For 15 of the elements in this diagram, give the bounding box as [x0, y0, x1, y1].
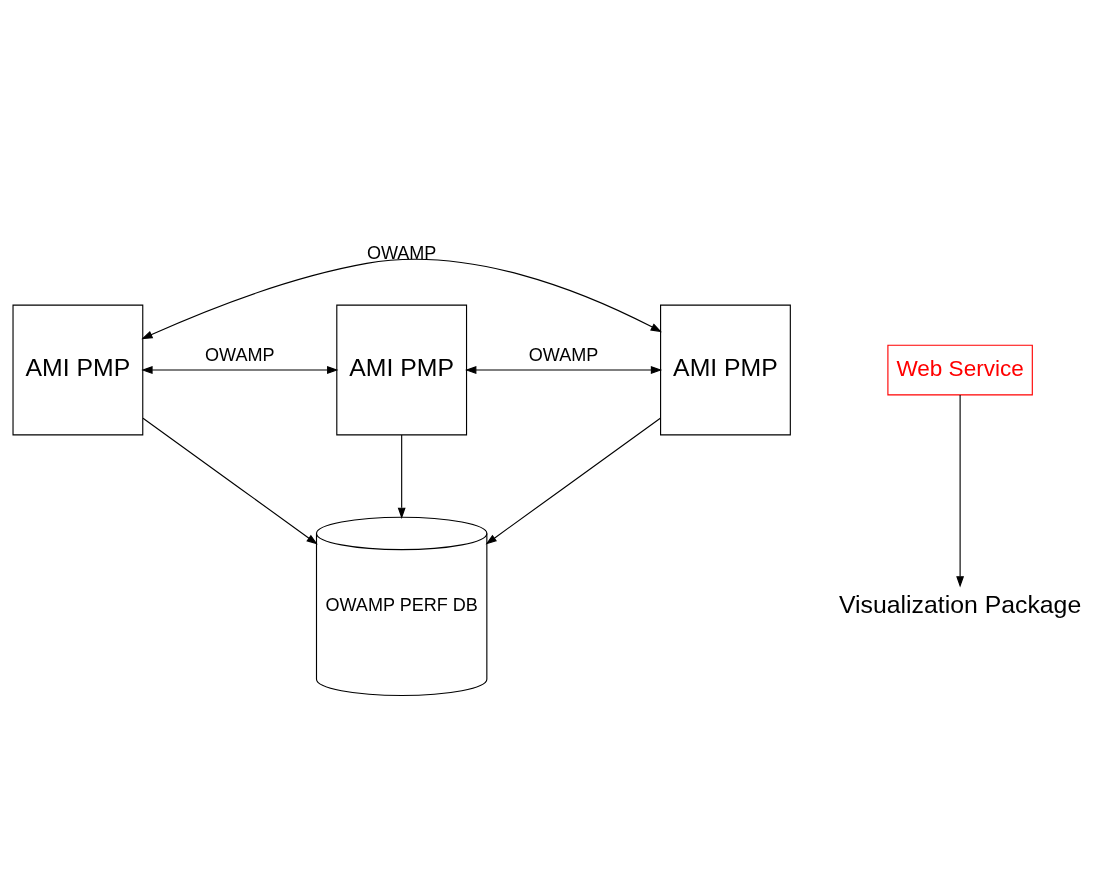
arrow: [141, 258, 662, 339]
node-box: Web Service: [887, 344, 1033, 395]
edge-label: OWAMP: [205, 344, 275, 365]
arrow: [397, 434, 406, 519]
arrow: [465, 365, 663, 374]
node-box: AMI PMP: [660, 304, 791, 435]
edge-label: OWAMP: [366, 242, 437, 263]
node-text: Visualization Package: [839, 590, 1082, 618]
node-box: AMI PMP: [336, 304, 468, 435]
arrow: [956, 393, 965, 587]
arrow: [485, 417, 661, 545]
arrow: [142, 417, 318, 545]
edge-label: OWAMP: [528, 344, 599, 365]
arrow: [141, 365, 339, 374]
node-box: AMI PMP: [12, 304, 144, 435]
